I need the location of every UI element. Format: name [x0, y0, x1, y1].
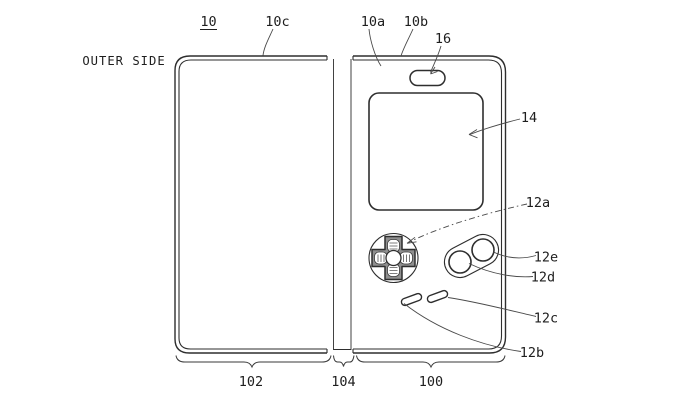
leader-16: [430, 45, 442, 73]
label-16: 16: [435, 31, 451, 47]
dimension-brackets: [175, 355, 506, 369]
b-button-hole: [471, 238, 495, 262]
back-cover-inner-edge: [353, 59, 503, 350]
dpad-grip-ridges: [377, 242, 410, 274]
folding-case-outline: [174, 55, 507, 354]
bracket-104: [333, 355, 355, 367]
front-cover-inner-edge: [178, 59, 327, 350]
leader-12b: [403, 303, 522, 352]
bracket-102: [175, 355, 332, 369]
label-10b: 10b: [404, 14, 428, 30]
dpad-recess-circle: [368, 232, 419, 284]
bracket-100: [356, 355, 506, 369]
label-12b: 12b: [520, 345, 544, 361]
start-slot-hole: [426, 289, 449, 304]
label-12a: 12a: [526, 195, 550, 211]
start-select-slots: [400, 289, 449, 307]
dpad-opening: [368, 232, 419, 284]
spine-fold-lines: [333, 59, 352, 350]
label-10c: 10c: [265, 14, 289, 30]
back-cover-outer-edge: [353, 55, 507, 354]
leader-12e: [493, 251, 537, 259]
ab-button-openings: [443, 233, 500, 279]
leader-12c: [447, 297, 537, 317]
reference-labels: OUTER SIDE 10 10c 10a 10b 16 14 12a 12e …: [82, 14, 558, 390]
arrowhead-12a: [406, 236, 417, 244]
front-cover-outer-edge: [174, 55, 327, 354]
select-slot-hole: [400, 292, 423, 307]
speaker-hole: [409, 69, 446, 87]
leader-10b: [400, 28, 414, 57]
leader-arrowheads: [406, 66, 478, 244]
leader-10c: [262, 28, 274, 56]
label-100: 100: [419, 374, 443, 390]
label-104: 104: [331, 374, 355, 390]
a-button-hole: [448, 250, 472, 274]
dpad-center-circle: [385, 249, 402, 267]
label-10a: 10a: [361, 14, 385, 30]
ab-button-recess: [443, 233, 500, 279]
leader-12d: [468, 263, 534, 278]
leader-12a: [408, 203, 528, 243]
leader-lines: [262, 28, 537, 352]
label-12d: 12d: [531, 270, 555, 286]
label-12e: 12e: [534, 250, 558, 266]
outer-side-label: OUTER SIDE: [82, 54, 165, 68]
display-window: [368, 92, 484, 211]
label-102: 102: [239, 374, 263, 390]
arrowhead-14: [468, 129, 478, 139]
label-10: 10: [200, 14, 216, 30]
leader-14: [469, 118, 521, 135]
arrowhead-16: [430, 66, 438, 75]
leader-10a: [368, 28, 382, 67]
label-14: 14: [521, 110, 537, 126]
label-12c: 12c: [534, 311, 558, 327]
